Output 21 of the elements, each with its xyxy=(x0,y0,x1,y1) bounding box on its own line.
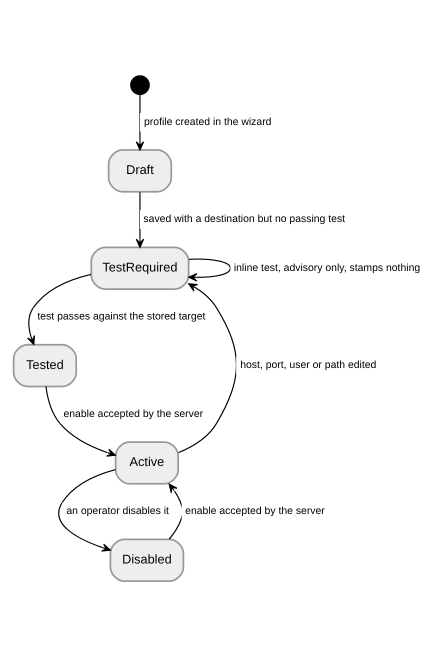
arrow xyxy=(26,273,91,345)
edge-label: an operator disables it xyxy=(66,506,168,517)
node-circle xyxy=(130,74,150,94)
arrow xyxy=(44,386,116,456)
node-box: Active xyxy=(114,440,179,484)
arrow xyxy=(58,468,116,552)
arrow xyxy=(188,258,230,282)
edge-label: test passes against the stored target xyxy=(36,310,205,322)
edge-label: inline test, advisory only, stamps nothing xyxy=(233,262,420,274)
node-box: Draft xyxy=(107,148,172,192)
edge-label: host, port, user or path edited xyxy=(240,360,376,371)
edge-label: enable accepted by the server xyxy=(184,506,324,517)
edge-label: saved with a destination but no passing test xyxy=(142,214,345,225)
node-box: Tested xyxy=(12,343,77,387)
arrow xyxy=(178,282,236,453)
node-box: Disabled xyxy=(109,538,184,582)
edge-label: profile created in the wizard xyxy=(144,116,271,128)
node-box: TestRequired xyxy=(90,246,189,290)
arrow xyxy=(135,94,144,150)
arrow xyxy=(135,192,144,248)
edge-label: enable accepted by the server xyxy=(62,408,203,420)
